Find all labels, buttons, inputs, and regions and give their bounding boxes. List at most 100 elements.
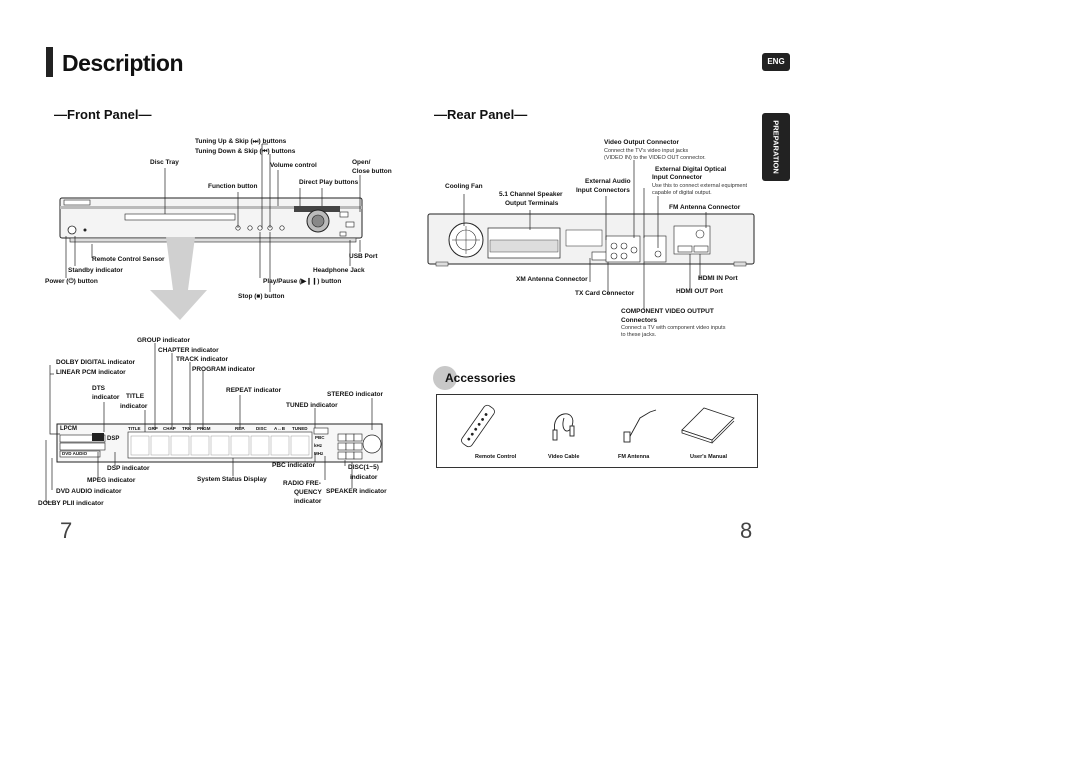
label-video-out: Video Output Connector <box>604 139 679 146</box>
label-standby: Standby indicator <box>68 267 123 274</box>
title-bar-decoration <box>46 47 53 77</box>
label-dvd-audio: DVD AUDIO indicator <box>56 488 122 495</box>
label-tuning-up: Tuning Up & Skip (⏭) buttons <box>195 138 287 145</box>
users-manual-drawing <box>681 407 735 444</box>
screen-top-title: TITLE <box>128 426 141 431</box>
label-component-1: COMPONENT VIDEO OUTPUT <box>621 308 714 315</box>
accessory-remote-control: Remote Control <box>475 454 517 460</box>
label-program: PROGRAM indicator <box>192 366 256 373</box>
page-number-right: 8 <box>740 518 753 543</box>
label-ext-audio-2: Input Connectors <box>576 187 630 194</box>
note-ext-optical-1: Use this to connect external equipment <box>652 183 748 189</box>
screen-lpcm: LPCM <box>60 426 77 432</box>
label-stereo: STEREO indicator <box>327 391 383 398</box>
label-dts-2: indicator <box>92 394 120 401</box>
label-dolby-digital: DOLBY DIGITAL indicator <box>56 359 136 366</box>
label-xm-antenna: XM Antenna Connector <box>516 276 588 283</box>
label-tx-card: TX Card Connector <box>575 290 635 297</box>
screen-top-trk: TRK <box>182 426 192 431</box>
label-headphone: Headphone Jack <box>313 267 365 274</box>
label-system-status: System Status Display <box>197 476 267 483</box>
label-play-pause: Play/Pause (▶❙❙) button <box>263 278 342 285</box>
screen-dsp: DSP <box>107 436 120 442</box>
video-cable-drawing <box>552 413 575 441</box>
label-disc15-1: DISC(1~5) <box>348 464 379 471</box>
label-fm-antenna: FM Antenna Connector <box>669 204 741 211</box>
accessories-heading: Accessories <box>445 371 516 385</box>
screen-top-rep: REP. <box>235 426 245 431</box>
label-group: GROUP indicator <box>137 337 190 344</box>
label-linear-pcm: LINEAR PCM indicator <box>56 369 126 376</box>
label-dolby-pl2: DOLBY PLII indicator <box>38 500 104 507</box>
screen-top-tuned: TUNED <box>292 426 308 431</box>
display-leader-lines <box>45 343 373 503</box>
accessories-heading-decoration <box>433 366 457 390</box>
screen-khz: kHz <box>314 443 323 448</box>
accessories-box <box>436 394 758 468</box>
accessory-users-manual: User's Manual <box>690 454 728 460</box>
front-panel-heading: —Front Panel— <box>54 107 152 122</box>
label-ext-optical-2: Input Connector <box>652 174 703 181</box>
label-disc-tray: Disc Tray <box>150 159 179 166</box>
label-hdmi-in: HDMI IN Port <box>698 275 738 282</box>
front-panel-leader-lines <box>65 143 361 292</box>
label-speaker-out-2: Output Terminals <box>505 200 559 207</box>
label-ext-optical-1: External Digital Optical <box>655 166 727 173</box>
rear-panel-heading: —Rear Panel— <box>434 107 528 122</box>
label-radio-freq-1: RADIO FRE- <box>283 480 321 487</box>
label-dsp: DSP indicator <box>107 465 150 472</box>
screen-dvd-audio: DVD AUDIO <box>62 451 88 456</box>
screen-top-ab: A↔B <box>274 426 285 431</box>
label-tuning-down: Tuning Down & Skip (⏮) buttons <box>195 148 296 155</box>
label-open-close-2: Close button <box>352 168 392 175</box>
label-speaker: SPEAKER indicator <box>326 488 387 495</box>
zoom-arrow <box>150 237 207 320</box>
rear-panel-leader-lines <box>463 160 707 310</box>
screen-top-chap: CHAP <box>163 426 176 431</box>
screen-mhz: MHz <box>314 451 324 456</box>
note-component-2: to these jacks. <box>621 332 657 338</box>
label-mpeg: MPEG indicator <box>87 477 136 484</box>
label-usb-port: USB Port <box>349 253 378 260</box>
label-title-1: TITLE <box>126 393 145 400</box>
label-function-button: Function button <box>208 183 258 190</box>
label-dts-1: DTS <box>92 385 105 392</box>
fm-antenna-drawing <box>623 409 657 443</box>
page-title: Description <box>62 50 184 76</box>
label-cooling-fan: Cooling Fan <box>445 183 483 190</box>
label-remote-sensor: Remote Control Sensor <box>92 256 165 263</box>
label-disc15-2: indicator <box>350 474 378 481</box>
label-radio-freq-2: QUENCY <box>294 489 322 496</box>
label-hdmi-out: HDMI OUT Port <box>676 288 723 295</box>
label-chapter: CHAPTER indicator <box>158 347 219 354</box>
label-radio-freq-3: indicator <box>294 498 322 505</box>
label-stop: Stop (■) button <box>238 293 285 300</box>
label-component-2: Connectors <box>621 317 658 324</box>
display-panel <box>56 423 383 463</box>
label-power: Power (⏻) button <box>45 278 98 285</box>
label-direct-play: Direct Play buttons <box>299 179 359 186</box>
accessory-fm-antenna: FM Antenna <box>618 454 650 460</box>
note-ext-optical-2: capable of digital output. <box>652 190 712 196</box>
note-video-out-2: (VIDEO IN) to the VIDEO OUT connector. <box>604 155 706 161</box>
page-number-left: 7 <box>60 518 73 543</box>
label-pbc: PBC indicator <box>272 462 315 469</box>
accessory-video-cable: Video Cable <box>548 454 580 460</box>
language-badge: ENG <box>762 53 790 71</box>
front-panel-device <box>59 197 363 243</box>
label-open-close-1: Open/ <box>352 159 371 166</box>
label-repeat: REPEAT indicator <box>226 387 282 394</box>
rear-panel-device <box>427 213 755 267</box>
screen-pbc: PBC <box>315 435 325 440</box>
note-video-out-1: Connect the TV's video input jacks <box>604 148 689 154</box>
screen-top-disc: DISC <box>256 426 267 431</box>
note-component-1: Connect a TV with component video inputs <box>621 325 726 331</box>
remote-control-drawing <box>461 404 495 448</box>
screen-top-prgm: PRGM <box>197 426 211 431</box>
label-speaker-out-1: 5.1 Channel Speaker <box>499 191 563 198</box>
section-tab: PREPARATION <box>762 113 790 181</box>
label-track: TRACK indicator <box>176 356 228 363</box>
label-ext-audio-1: External Audio <box>585 178 631 185</box>
screen-top-grp: GRP <box>148 426 158 431</box>
